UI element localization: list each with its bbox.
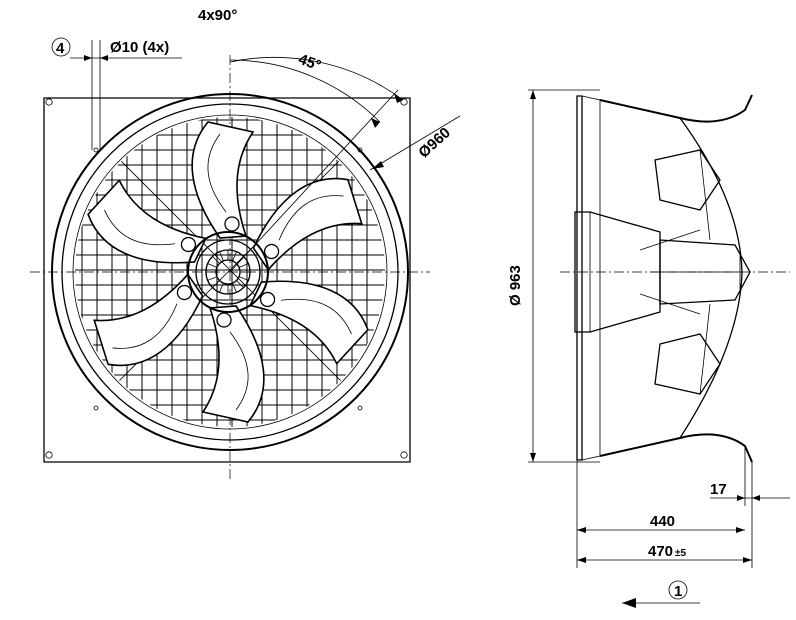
corner-hole-bl: [45, 451, 53, 459]
impeller: [87, 121, 369, 423]
diameter-963-label: Ø 963: [507, 265, 524, 306]
corner-hole-br: [400, 451, 408, 459]
front-view: 4x90° 45° Ø960 4 Ø10 (4x): [30, 7, 461, 480]
diameter-960-label: Ø960: [415, 124, 454, 161]
impeller-blade: [87, 178, 207, 264]
impeller-blade: [201, 305, 265, 423]
housing-top: [599, 94, 753, 123]
dim-17-label: 17: [710, 481, 727, 498]
hole-callout-label: Ø10 (4x): [110, 39, 169, 56]
side-plate: [576, 95, 583, 461]
airflow-indicator: 1: [622, 580, 700, 608]
airflow-ref-circle: [668, 580, 688, 600]
airflow-ref-number: 1: [674, 583, 682, 600]
hole-ref-circle: [51, 37, 71, 57]
inner-ring: [61, 103, 399, 441]
angle-4x90-label: 4x90°: [198, 7, 237, 24]
corner-hole-tr: [400, 98, 408, 106]
angle-45-label: 45°: [296, 51, 323, 75]
angle-4x90-arc: [229, 56, 404, 101]
side-view: Ø 963 17 440 470±5 1: [507, 89, 790, 608]
corner-holes: [45, 98, 408, 459]
hole-ref-number: 4: [56, 40, 65, 57]
mounting-plate: [43, 97, 411, 463]
impeller-blade: [93, 273, 204, 367]
diameter-960-leader: [369, 115, 461, 171]
corner-hole-tl: [45, 98, 53, 106]
dim-440-label: 440: [650, 513, 675, 530]
impeller-blade: [191, 121, 255, 239]
motor-hub: [187, 231, 269, 313]
impeller-blade: [252, 177, 363, 271]
dim-470-label: 470±5: [648, 543, 687, 560]
housing-bottom: [599, 433, 753, 463]
outer-ring: [51, 93, 409, 451]
motor-side: [659, 239, 751, 305]
guard-ring: [72, 114, 388, 430]
hole-callout: 4 Ø10 (4x): [51, 37, 182, 150]
angle-45-arc: [229, 59, 381, 123]
impeller-blade: [249, 280, 369, 366]
